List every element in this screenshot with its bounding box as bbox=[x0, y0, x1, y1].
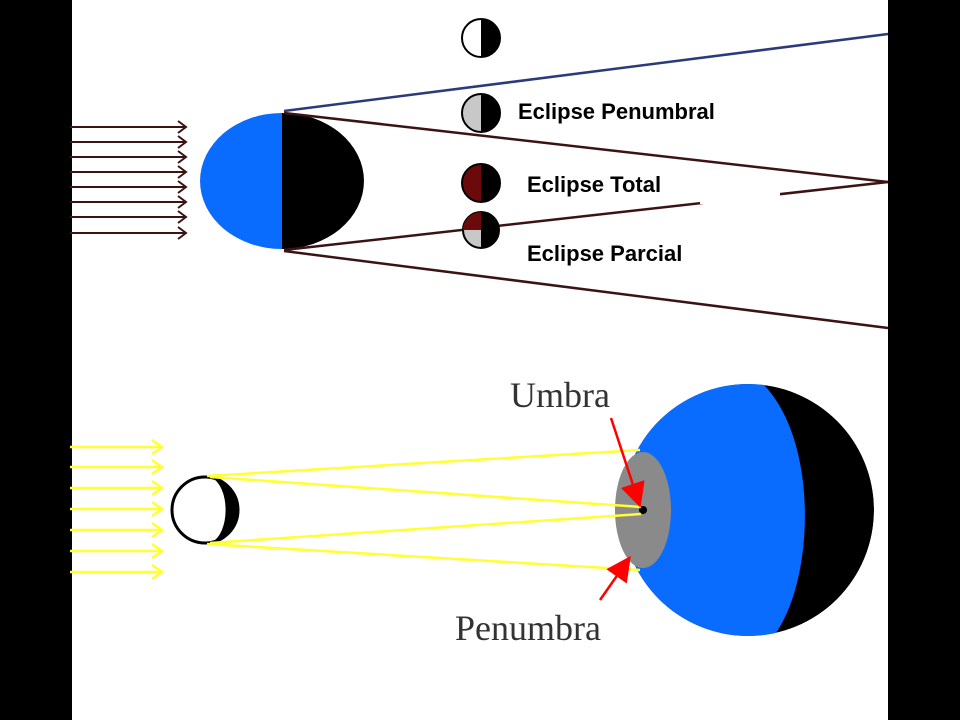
umbra-line-upper bbox=[283, 111, 889, 184]
penumbra-line-lower bbox=[283, 249, 889, 330]
label-eclipse-total: Eclipse Total bbox=[527, 172, 661, 197]
penumbra-line-bottom bbox=[206, 542, 641, 572]
moon-partial bbox=[462, 211, 500, 249]
penumbra-pointer-arrow bbox=[598, 555, 631, 601]
sun-rays-lunar bbox=[70, 120, 188, 240]
sun-ray-arrow bbox=[70, 521, 165, 539]
left-black-bar bbox=[0, 0, 72, 720]
right-black-bar bbox=[888, 0, 960, 720]
moon-solar bbox=[170, 475, 240, 545]
apex-gap bbox=[700, 190, 780, 204]
sun-ray-arrow bbox=[70, 542, 165, 560]
sun-ray-arrow bbox=[70, 120, 188, 134]
sun-ray-arrow bbox=[70, 438, 165, 456]
penumbra-line-top bbox=[206, 448, 641, 478]
label-eclipse-penumbral: Eclipse Penumbral bbox=[518, 99, 715, 124]
moon-shadow-lines bbox=[206, 448, 642, 572]
sun-ray-arrow bbox=[70, 210, 188, 224]
sun-ray-arrow bbox=[70, 135, 188, 149]
moon-total bbox=[461, 163, 501, 203]
label-eclipse-parcial: Eclipse Parcial bbox=[527, 241, 682, 266]
sun-ray-arrow bbox=[70, 479, 165, 497]
sun-ray-arrow bbox=[70, 165, 188, 179]
label-penumbra: Penumbra bbox=[455, 608, 601, 648]
umbra-line-top bbox=[209, 475, 642, 509]
lunar-eclipse-section: Eclipse Penumbral Eclipse Total Eclipse … bbox=[70, 18, 889, 330]
solar-eclipse-section: Umbra Penumbra bbox=[70, 375, 874, 648]
label-umbra: Umbra bbox=[510, 375, 610, 415]
umbra-line-lower bbox=[283, 180, 889, 252]
moon-penumbral bbox=[461, 93, 501, 133]
sun-ray-arrow bbox=[70, 458, 165, 476]
sun-ray-arrow bbox=[70, 226, 188, 240]
earth-day-side bbox=[200, 113, 282, 249]
moon-normal bbox=[461, 18, 501, 58]
penumbra-line-upper bbox=[283, 32, 889, 113]
sun-ray-arrow bbox=[70, 500, 165, 518]
umbra-spot bbox=[639, 506, 647, 514]
sun-ray-arrow bbox=[70, 180, 188, 194]
earth-night-side bbox=[282, 113, 364, 249]
shadow-cone-lines bbox=[283, 32, 889, 330]
umbra-pointer-arrow bbox=[609, 417, 645, 508]
sun-ray-arrow bbox=[70, 563, 165, 581]
sun-ray-arrow bbox=[70, 195, 188, 209]
umbra-line-bottom bbox=[209, 512, 642, 545]
sun-ray-arrow bbox=[70, 150, 188, 164]
earth-day-side-solar bbox=[622, 384, 805, 636]
sun-rays-solar bbox=[70, 438, 165, 581]
earth-lunar bbox=[200, 113, 364, 249]
earth-solar bbox=[622, 384, 874, 636]
